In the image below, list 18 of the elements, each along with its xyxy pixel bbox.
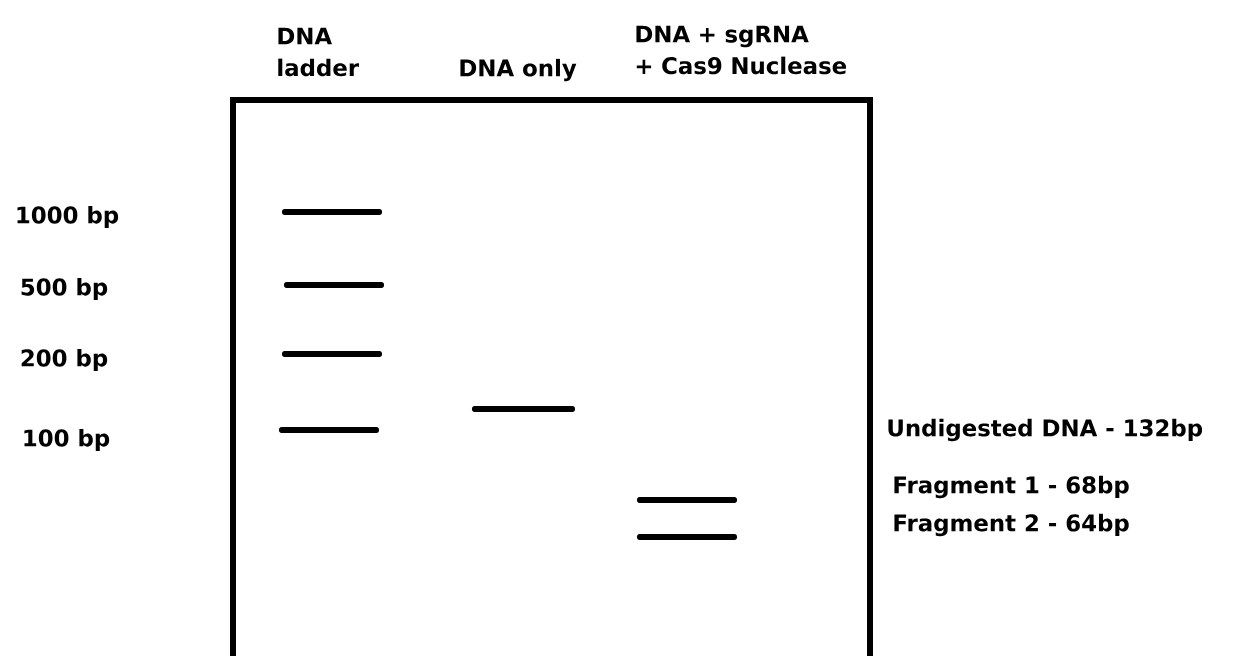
gel-band [279,427,379,433]
size-label: 200 bp [21,348,108,372]
gel-band [282,209,382,215]
gel-band [472,406,575,412]
band-label: Fragment 2 - 64bp [894,513,1129,537]
lane-label: DNA only [460,58,577,82]
band-label: Undigested DNA - 132bp [888,418,1203,442]
lane-label: DNA + sgRNA + Cas9 Nuclease [636,25,847,75]
size-label: 100 bp [24,428,110,452]
gel-box [230,97,873,656]
gel-band [284,282,384,288]
lane-label: DNA ladder [278,27,359,77]
band-label: Fragment 1 - 68bp [894,475,1129,499]
gel-band [282,351,382,357]
size-label: 500 bp [21,277,108,301]
gel-band [637,534,737,540]
size-label: 1000 bp [17,205,119,229]
gel-band [637,497,737,503]
